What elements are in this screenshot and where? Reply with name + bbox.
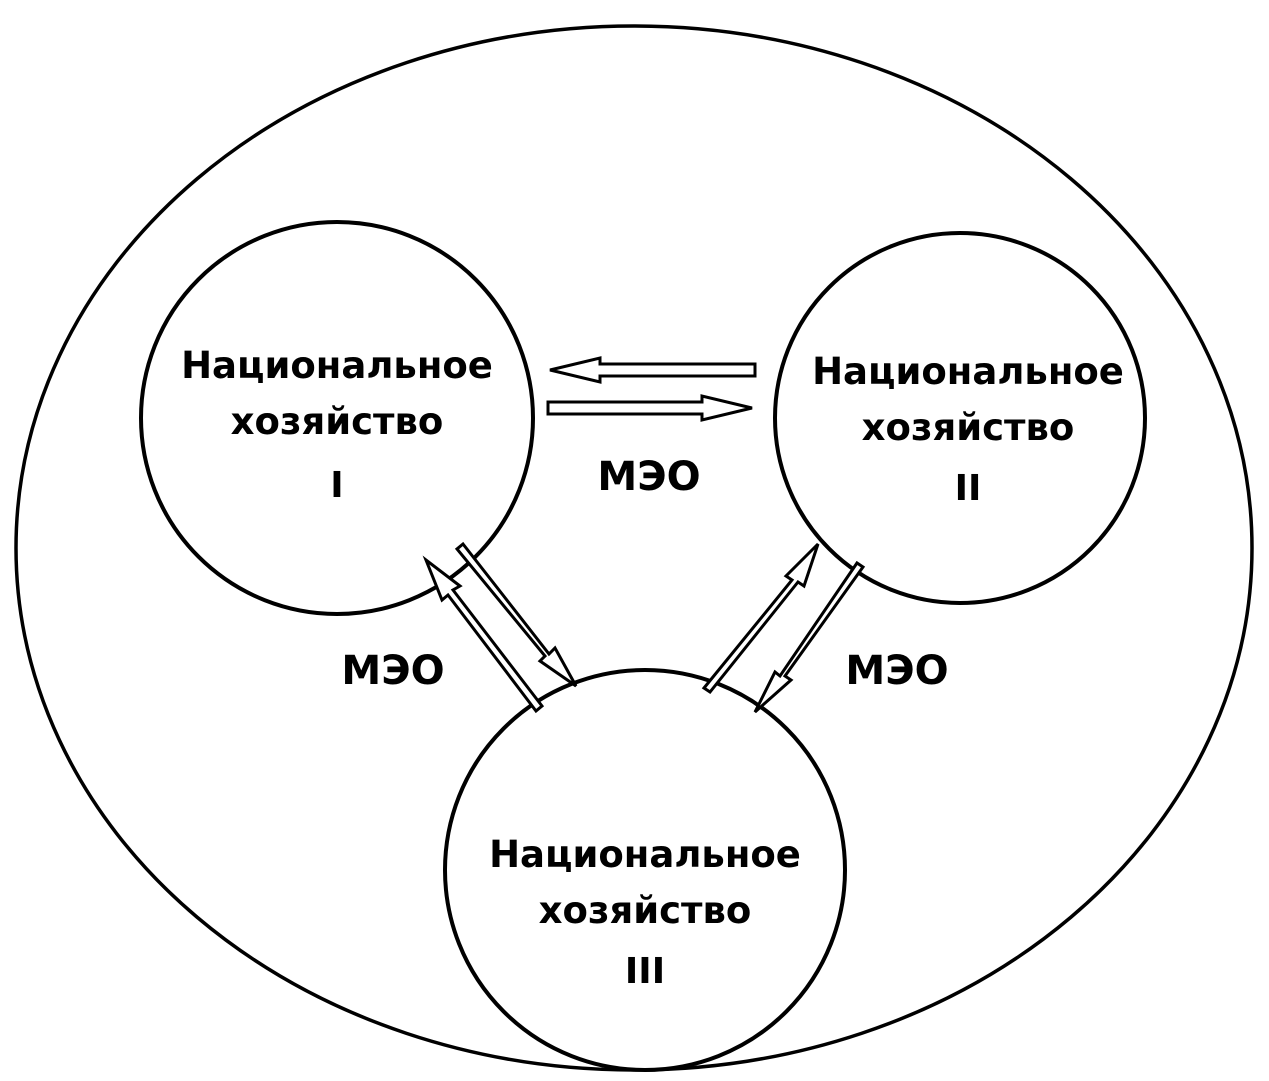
- arrow-3-to-1: [422, 555, 545, 714]
- node-2-line2: хозяйство: [862, 406, 1075, 449]
- node-1-line2: хозяйство: [231, 400, 444, 443]
- node-2-line1: Национальное: [812, 350, 1124, 393]
- link-label-1-3: МЭО: [341, 648, 444, 694]
- national-economy-3-circle: [443, 668, 847, 1072]
- node-2-numeral: II: [955, 468, 982, 509]
- arrow-1-to-2: [546, 394, 753, 422]
- link-label-2-3: МЭО: [845, 648, 948, 694]
- node-3-line2: хозяйство: [539, 889, 752, 932]
- link-label-1-2: МЭО: [597, 454, 700, 500]
- arrow-1-to-3: [454, 541, 578, 688]
- national-economy-2-circle: [773, 231, 1147, 605]
- node-3-numeral: III: [625, 951, 665, 992]
- node-1-line1: Национальное: [181, 344, 493, 387]
- node-3-line1: Национальное: [489, 833, 801, 876]
- arrow-2-to-1: [549, 356, 757, 384]
- national-economy-1-circle: [139, 220, 535, 616]
- node-1-numeral: I: [330, 465, 343, 506]
- arrow-3-to-2: [701, 542, 820, 695]
- arrow-2-to-3: [753, 560, 866, 714]
